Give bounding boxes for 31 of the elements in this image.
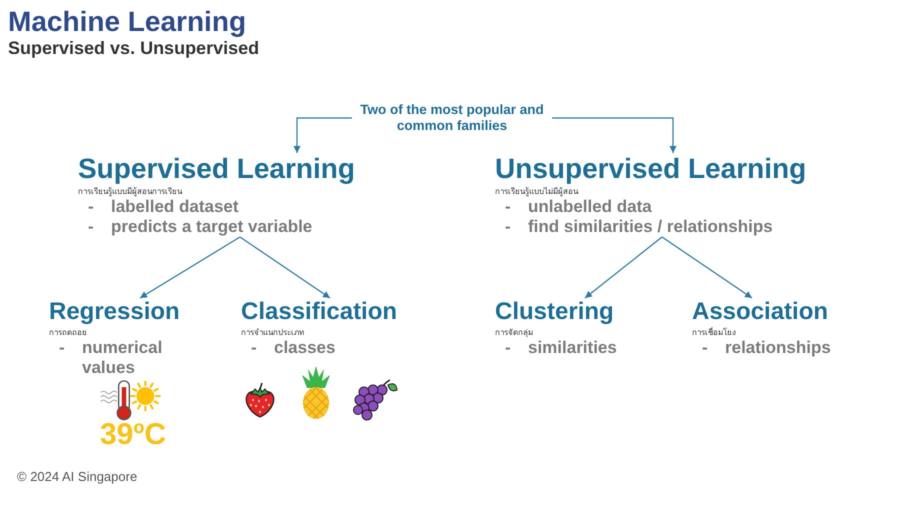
arrow	[552, 117, 676, 153]
subtitle-text: การจัดกลุ่ม	[495, 328, 533, 338]
arrow	[584, 236, 662, 298]
bullet-item: - unlabelled data	[504, 197, 652, 217]
subtitle-text: การเรียนรู้แบบมีผู้สอนการเรียน	[78, 187, 182, 197]
subtitle-text: การเชื่อมโยง	[692, 328, 736, 338]
bullet-item: - classes	[250, 338, 336, 358]
subtitle-text: การเรียนรู้แบบไม่มีผู้สอน	[495, 187, 578, 197]
bullet-item: - predicts a target variable	[87, 217, 312, 237]
title: Machine Learning	[8, 5, 246, 38]
copyright-text: © 2024 AI Singapore	[17, 469, 138, 485]
heading: Supervised Learning	[78, 153, 355, 184]
arrow	[662, 236, 752, 298]
subtitle-text: การจำแนกประเภท	[241, 328, 304, 338]
heading: Classification	[241, 298, 398, 325]
heading: Regression	[49, 298, 180, 325]
bullet-item: - relationships	[701, 338, 831, 358]
subtitle-text: การถดถอย	[49, 328, 87, 338]
subtitle: Supervised vs. Unsupervised	[8, 38, 260, 59]
bullet-item: - find similarities / relationships	[504, 217, 773, 237]
bullet-item: - similarities	[504, 338, 617, 358]
bullet-item: - numerical values	[58, 338, 164, 378]
arrow	[294, 117, 352, 153]
note-text: Two of the most popular and common families	[352, 102, 552, 134]
heading: Association	[692, 298, 828, 325]
heading: Unsupervised Learning	[495, 153, 806, 184]
bullet-item: - labelled dataset	[87, 197, 239, 217]
heading: Clustering	[495, 298, 614, 325]
temperature-text: 39ºC	[100, 422, 166, 448]
arrow	[140, 236, 240, 299]
arrow	[240, 236, 330, 298]
